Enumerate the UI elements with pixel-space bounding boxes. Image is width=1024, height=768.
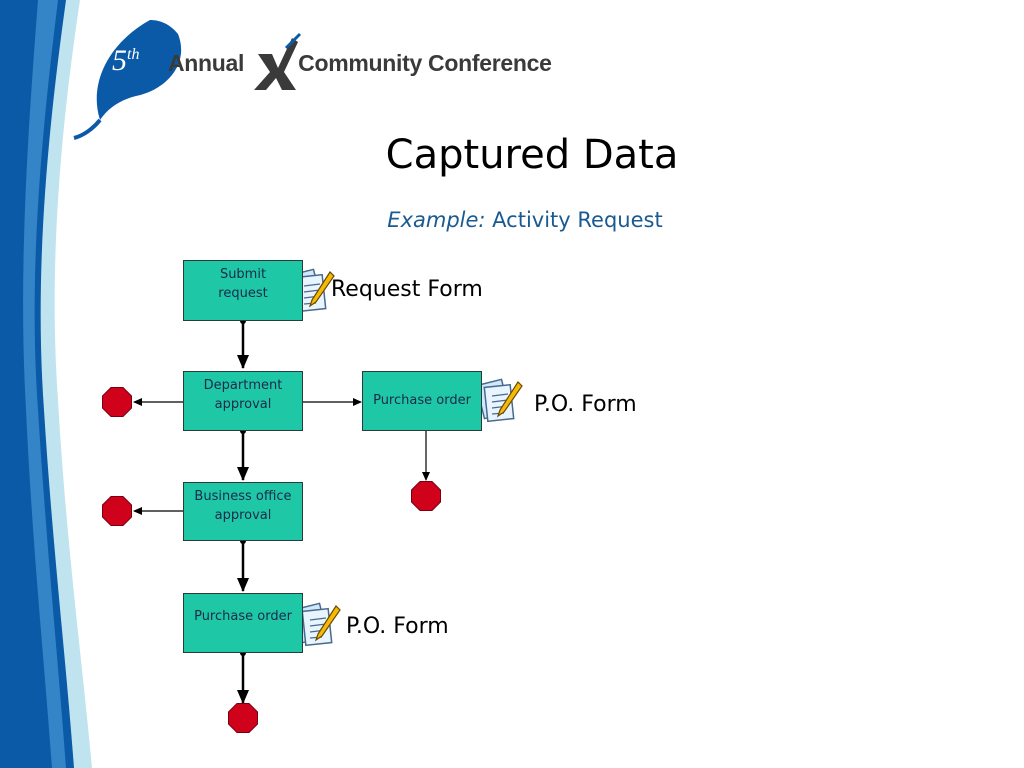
step-business-office-approval: Business office approval [183, 482, 303, 541]
logo-wordmark: Annual Community Conference [168, 50, 552, 77]
subtitle: Example: Activity Request [0, 208, 1024, 232]
stop-sign-icon [228, 703, 258, 733]
step-label: Purchase order [194, 609, 292, 624]
step-purchase-order-bottom: Purchase order [183, 593, 303, 653]
step-label: Business office approval [194, 489, 292, 523]
step-label: Purchase order [373, 393, 471, 408]
stop-sign-icon [102, 387, 132, 417]
form-document-icon [475, 378, 523, 423]
step-purchase-order-right: Purchase order [362, 371, 482, 431]
stop-sign-icon [411, 481, 441, 511]
logo-annual: Annual [168, 50, 245, 76]
x2-logo-icon [254, 32, 302, 90]
logo-community: Community Conference [298, 50, 552, 76]
logo-ordinal: 5th [112, 44, 139, 78]
step-submit-request: Submit request [183, 260, 303, 321]
form-label-request: Request Form [331, 277, 483, 302]
connector-po-to-stop [237, 650, 249, 704]
side-band-mid [23, 0, 66, 768]
leaf-logo-icon [73, 20, 182, 140]
logo-ordinal-suffix: th [127, 46, 140, 63]
subtitle-prefix: Example: [387, 208, 486, 232]
connector-dept-to-business [237, 428, 249, 481]
form-label-po-bottom: P.O. Form [346, 614, 449, 639]
form-label-po-right: P.O. Form [534, 392, 637, 417]
connector-submit-to-dept [237, 318, 249, 369]
subtitle-text: Activity Request [492, 208, 663, 232]
step-department-approval: Department approval [183, 371, 303, 431]
logo-ordinal-number: 5 [112, 44, 127, 77]
page-title: Captured Data [385, 132, 679, 178]
side-band-dark [0, 0, 74, 768]
step-label: Submit request [218, 267, 268, 301]
connector-business-to-po [237, 538, 249, 592]
step-label: Department approval [203, 378, 283, 412]
stop-sign-icon [102, 496, 132, 526]
